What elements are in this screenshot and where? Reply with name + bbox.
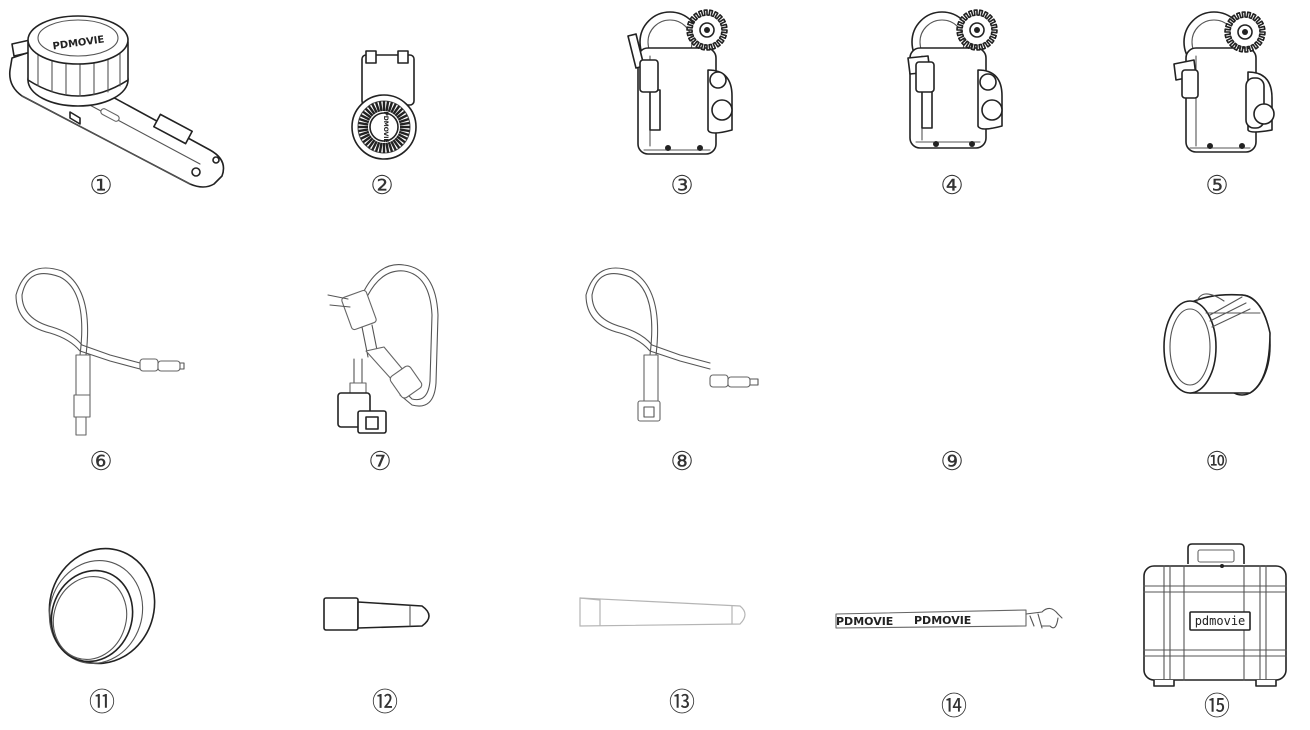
wheel-tooth: [397, 114, 408, 121]
wheel-tooth: [385, 101, 390, 112]
gear-axle: [704, 27, 710, 33]
strap-logo-left: PDMOVIE: [836, 615, 893, 628]
item-2: PDMOVIE ②: [330, 45, 440, 205]
item-number: ⑪: [88, 688, 115, 718]
wheel-tooth: [378, 142, 383, 153]
wheel-tooth: [371, 140, 378, 151]
case-label: pdmovie: [1195, 614, 1246, 628]
item-1: PDMOVIE ①: [0, 0, 260, 205]
wheel-tooth: [387, 101, 394, 113]
power-cable-icon: [327, 264, 439, 434]
wheel-tooth: [358, 130, 370, 137]
item-number: ②: [370, 171, 394, 201]
item-number: ①: [89, 171, 113, 201]
antenna-icon: [579, 597, 746, 627]
wheel-tooth: [394, 107, 404, 117]
wheel-tooth: [387, 141, 394, 153]
wheel-tooth: [396, 135, 406, 144]
wheel-tooth: [374, 101, 381, 113]
item-8: ⑧: [570, 255, 770, 480]
wheel-tooth: [392, 105, 401, 115]
wheel-tooth: [362, 135, 372, 144]
motor-icon: [627, 9, 733, 155]
strap-logo-right: PDMOVIE: [914, 614, 971, 627]
item-number: ⑦: [368, 447, 392, 477]
item-9: ⑨: [880, 255, 1030, 480]
motor-icon: [907, 9, 1003, 149]
hand-controller-icon: PDMOVIE: [8, 15, 225, 188]
item-14: PDMOVIE PDMOVIE ⑭: [830, 570, 1070, 730]
item-number: ⑩: [1205, 447, 1229, 477]
item-number: ③: [670, 171, 694, 201]
item-number: ④: [940, 171, 964, 201]
wheel-tooth: [367, 105, 376, 115]
cable-icon: [15, 267, 185, 436]
item-number: ⑨: [940, 447, 964, 477]
wheel-tooth: [394, 137, 404, 147]
wheel-tooth: [374, 141, 381, 153]
item-number: ⑮: [1203, 692, 1230, 722]
wheel-tooth: [358, 117, 370, 124]
wheel-tooth: [367, 139, 376, 149]
item-10: ⑩: [1150, 255, 1300, 480]
gear-axle: [974, 27, 980, 33]
item-number: ⑧: [670, 447, 694, 477]
wheel-tooth: [398, 117, 410, 124]
item-number: ⑫: [371, 688, 398, 718]
wheel-tooth: [398, 130, 410, 137]
wheel-tooth: [396, 110, 406, 119]
cable-icon: [585, 267, 759, 422]
hand-wheel-icon: PDMOVIE: [351, 50, 417, 160]
item-number: ⑬: [668, 688, 695, 718]
item-number: ⑤: [1205, 171, 1229, 201]
item-4: ④: [880, 0, 1030, 205]
wheel-tooth: [385, 142, 390, 153]
wheel-tooth: [360, 133, 371, 140]
wheel-tooth: [399, 128, 410, 133]
antenna-icon: [323, 597, 430, 631]
item-number: ⑭: [940, 692, 967, 722]
wheel-tooth: [390, 140, 397, 151]
item-7: ⑦: [318, 255, 478, 480]
wheel-tooth: [390, 103, 397, 114]
item-number: ⑥: [89, 447, 113, 477]
item-12: ⑫: [310, 570, 450, 730]
lens-gear-ring-icon: [1163, 293, 1271, 396]
wheel-tooth: [392, 139, 401, 149]
wheel-tooth: [378, 101, 383, 112]
wheel-tooth: [358, 121, 369, 126]
wheel-tooth: [360, 114, 371, 121]
item-6: ⑥: [0, 255, 200, 480]
ring-icon: [48, 547, 156, 665]
item-11: ⑪: [30, 530, 180, 730]
wheel-logo: PDMOVIE: [382, 111, 389, 142]
wheel-tooth: [399, 121, 410, 126]
wheel-tooth: [364, 137, 374, 147]
wheel-tooth: [371, 103, 378, 114]
gear-axle: [1242, 29, 1248, 35]
item-15: pdmovie ⑮: [1140, 540, 1290, 730]
lanyard-strap-icon: PDMOVIE PDMOVIE: [835, 607, 1063, 629]
wheel-tooth: [364, 107, 374, 117]
item-13: ⑬: [570, 570, 760, 730]
wheel-tooth: [362, 110, 372, 119]
wheel-tooth: [397, 133, 408, 140]
wheel-tooth: [358, 128, 369, 133]
motor-icon: [1173, 11, 1275, 153]
carrying-case-icon: pdmovie: [1143, 543, 1287, 687]
item-3: ③: [610, 0, 760, 205]
item-5: ⑤: [1150, 0, 1300, 205]
